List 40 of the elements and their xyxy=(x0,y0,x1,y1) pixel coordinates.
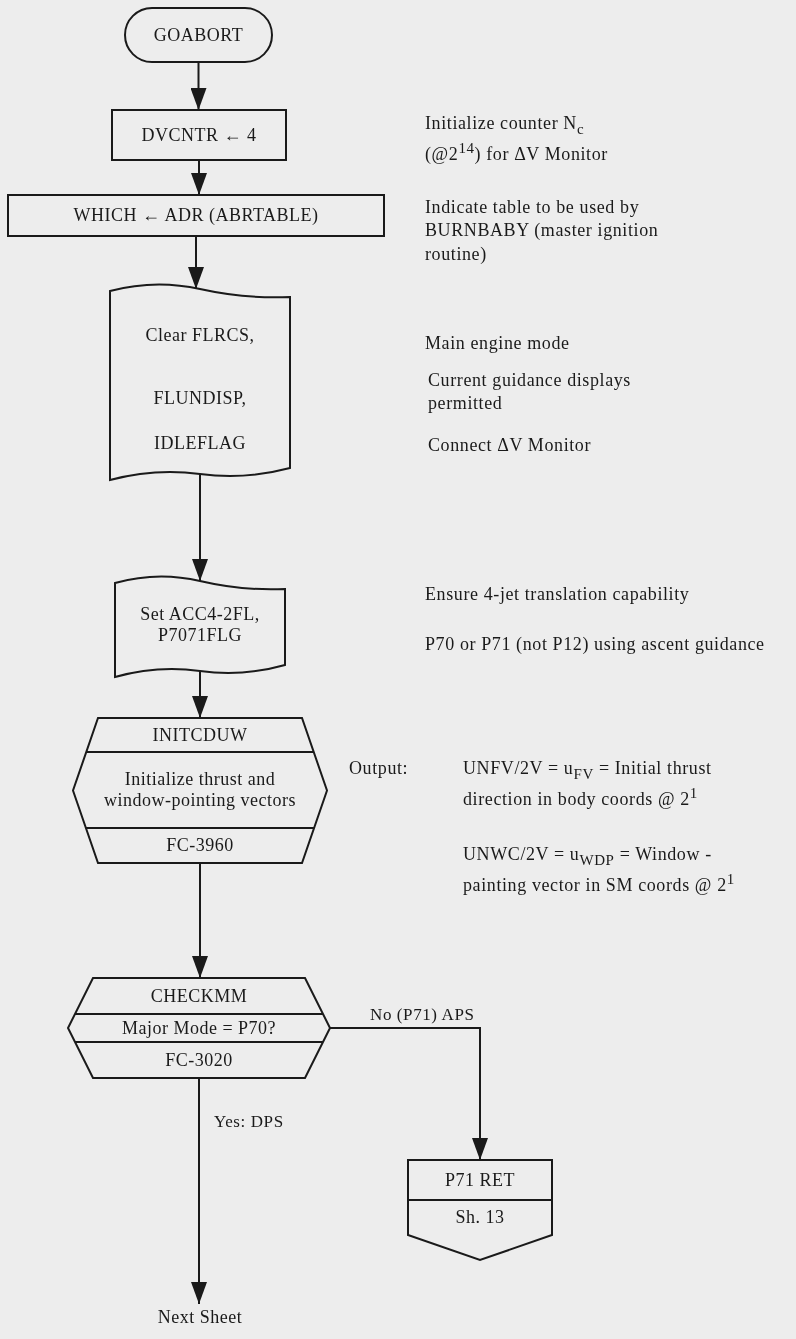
annotation-text: UNFV/2V = u$_{FV}$ = Initial thrust direction in body coords @ 2$^{1}$ xyxy=(463,757,713,812)
annotation-text: Initialize counter N$_{c}$ (@2$^{14}$) for ΔV Monitor xyxy=(425,112,609,167)
node-text: P71 RET xyxy=(445,1169,515,1191)
node-text: IDLEFLAG xyxy=(154,432,246,454)
node-text: Clear FLRCS, xyxy=(145,325,255,346)
node-text: FC-3020 xyxy=(165,1049,233,1071)
annotation-text: UNWC/2V = u$_{WDP}$ = Window - painting vector in SM coords @ 2$^{1}$ xyxy=(463,843,736,898)
annotation-text: Current guidance displays permitted xyxy=(428,369,632,416)
subroutine-hexagon xyxy=(68,978,330,1078)
arrow xyxy=(192,670,208,719)
node-text: CHECKMM xyxy=(150,985,248,1007)
arrow xyxy=(190,61,207,111)
terminal-box xyxy=(125,8,272,62)
node-text: INITCDUW xyxy=(152,724,248,746)
node-text: WHICH ← ADR (ABRTABLE) xyxy=(73,205,319,226)
node-text: Initialize thrust and window-pointing vectors xyxy=(103,769,297,811)
arrow xyxy=(192,862,208,979)
arrow xyxy=(191,1077,207,1305)
process-box xyxy=(112,110,286,160)
annotation-text: Main engine mode xyxy=(425,332,571,355)
node-text: FC-3960 xyxy=(166,835,234,856)
annotation-text: Connect ΔV Monitor xyxy=(428,434,593,457)
node-text: Set ACC4-2FL, P7071FLG xyxy=(140,604,260,646)
annotation-text: Indicate table to be used by BURNBABY (master ignition routine) xyxy=(425,196,660,266)
node-text: Next Sheet xyxy=(157,1306,243,1328)
process-box xyxy=(8,195,384,236)
node-text: Major Mode = P70? xyxy=(121,1017,277,1039)
node-text: FLUNDISP, xyxy=(153,387,247,409)
node-text: GOABORT xyxy=(153,24,244,46)
annotation-text: Ensure 4-jet translation capability xyxy=(425,583,691,606)
annotation-text: Output: xyxy=(349,757,410,780)
node-text: DVCNTR ← 4 xyxy=(141,124,257,146)
node-text: Sh. 13 xyxy=(455,1207,505,1228)
arrow xyxy=(329,1027,488,1161)
annotation-text: P70 or P71 (not P12) using ascent guidance xyxy=(425,633,766,656)
arrow xyxy=(191,159,207,196)
arrow xyxy=(192,473,208,582)
offpage-connector xyxy=(408,1160,552,1260)
subroutine-hexagon xyxy=(73,718,327,863)
arrow xyxy=(188,235,204,290)
